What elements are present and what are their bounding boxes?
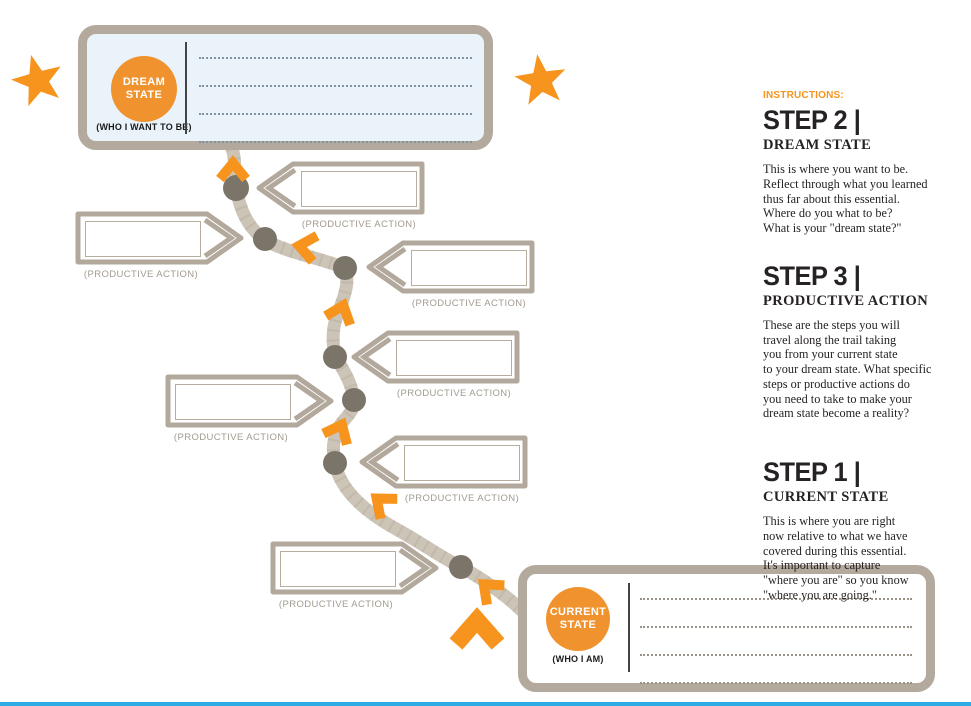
productive-action-input[interactable] xyxy=(404,445,520,481)
writing-line[interactable] xyxy=(199,31,472,59)
step-section-current-state: STEP 1 | CURRENT STATE This is where you… xyxy=(763,459,969,603)
productive-action-box: (PRODUCTIVE ACTION) xyxy=(350,330,520,399)
step-title: STEP 2 | xyxy=(763,105,861,135)
productive-action-input[interactable] xyxy=(396,340,512,376)
current-state-caption: (WHO I AM) xyxy=(552,654,604,664)
instructions-heading: INSTRUCTIONS: xyxy=(763,90,844,101)
badge-line: DREAM xyxy=(122,76,166,89)
step-subtitle: DREAM STATE xyxy=(763,137,872,153)
productive-action-label: (PRODUCTIVE ACTION) xyxy=(404,493,520,504)
badge-line: STATE xyxy=(125,89,163,101)
step-title: STEP 1 | xyxy=(763,457,861,487)
step-title: STEP 3 | xyxy=(763,260,861,291)
instructions-panel: INSTRUCTIONS: STEP 2 | DREAM STATE This … xyxy=(763,90,969,603)
trail-dot xyxy=(342,388,366,412)
current-state-badge: CURRENT STATE xyxy=(546,587,610,651)
writing-line[interactable] xyxy=(640,572,912,600)
trail-arrow-icon xyxy=(323,297,355,327)
productive-action-input[interactable] xyxy=(280,551,396,587)
big-chevron-icon xyxy=(449,607,505,650)
productive-action-input[interactable] xyxy=(301,171,417,207)
divider xyxy=(628,583,630,672)
productive-action-box: (PRODUCTIVE ACTION) xyxy=(270,541,440,610)
divider xyxy=(185,42,187,134)
trail-arrow-icon xyxy=(321,417,352,446)
writing-line[interactable] xyxy=(199,59,472,87)
writing-line[interactable] xyxy=(640,656,912,684)
dream-state-badge: DREAM STATE xyxy=(111,56,177,122)
trail-dot xyxy=(323,345,347,369)
trail-dot xyxy=(333,256,357,280)
step-subtitle: CURRENT STATE xyxy=(763,489,889,505)
writing-line[interactable] xyxy=(640,600,912,628)
current-state-writing-lines xyxy=(640,572,912,684)
productive-action-box: (PRODUCTIVE ACTION) xyxy=(75,211,245,280)
trail-arrow-icon xyxy=(477,579,505,606)
step-subtitle: PRODUCTIVE ACTION xyxy=(763,292,929,309)
writing-line[interactable] xyxy=(199,87,472,115)
productive-action-box: (PRODUCTIVE ACTION) xyxy=(165,374,335,443)
step-section-productive-action: STEP 3 | PRODUCTIVE ACTION These are the… xyxy=(763,260,969,421)
step-body: This is where you are right now relative… xyxy=(763,514,909,602)
productive-action-label: (PRODUCTIVE ACTION) xyxy=(83,269,199,280)
trail-dot xyxy=(449,555,473,579)
trail-arrows xyxy=(216,155,505,606)
productive-action-label: (PRODUCTIVE ACTION) xyxy=(396,388,512,399)
step-section-dream-state: STEP 2 | DREAM STATE This is where you w… xyxy=(763,107,969,236)
trail-arrow-icon xyxy=(370,493,398,520)
star-icon xyxy=(11,54,61,107)
current-state-box: CURRENT STATE (WHO I AM) xyxy=(518,565,935,692)
trail-dot xyxy=(253,227,277,251)
dream-state-box: DREAM STATE (WHO I WANT TO BE) xyxy=(78,25,493,150)
productive-action-label: (PRODUCTIVE ACTION) xyxy=(301,219,417,230)
trail-arrow-icon xyxy=(291,231,320,265)
trail-dot xyxy=(323,451,347,475)
productive-action-box: (PRODUCTIVE ACTION) xyxy=(255,161,425,230)
productive-action-label: (PRODUCTIVE ACTION) xyxy=(173,432,289,443)
productive-action-input[interactable] xyxy=(411,250,527,286)
writing-line[interactable] xyxy=(199,115,472,143)
productive-action-input[interactable] xyxy=(175,384,291,420)
productive-action-label: (PRODUCTIVE ACTION) xyxy=(278,599,394,610)
writing-line[interactable] xyxy=(640,628,912,656)
badge-line: STATE xyxy=(559,619,597,631)
step-body: This is where you want to be. Reflect th… xyxy=(763,162,928,235)
dream-state-writing-lines xyxy=(199,31,472,143)
productive-action-box: (PRODUCTIVE ACTION) xyxy=(365,240,535,309)
productive-action-label: (PRODUCTIVE ACTION) xyxy=(411,298,527,309)
productive-action-input[interactable] xyxy=(85,221,201,257)
step-body: These are the steps you will travel alon… xyxy=(763,317,932,421)
bottom-accent-bar xyxy=(0,702,971,706)
productive-action-box: (PRODUCTIVE ACTION) xyxy=(358,435,528,504)
star-icon xyxy=(514,54,566,105)
dream-state-caption: (WHO I WANT TO BE) xyxy=(96,122,192,132)
trail-arrow-icon xyxy=(216,155,250,183)
badge-line: CURRENT xyxy=(549,606,607,619)
